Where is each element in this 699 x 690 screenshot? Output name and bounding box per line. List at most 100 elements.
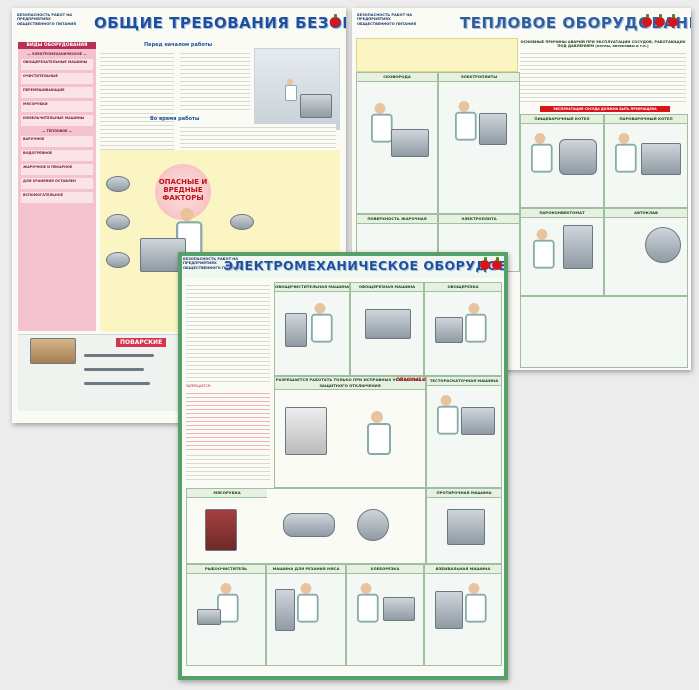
- machine-shape: [559, 139, 597, 175]
- grinder-part: [283, 513, 335, 537]
- sidebar-item: МЯСОРУБКИ: [21, 101, 93, 112]
- sidebar-item: ДЛЯ ХРАНЕНИЯ ОСТАВЛЕН: [21, 178, 93, 189]
- machine-shape: [435, 317, 463, 343]
- sidebar-item: ИЗМЕЛЬЧИТЕЛЬНЫЕ МАШИНЫ: [21, 115, 93, 126]
- cell-steam-boiler: ПАРОВАРОЧНЫЙ КОТЕЛ: [604, 114, 688, 208]
- cell-title: ОВОЩЕРЕЗНАЯ МАШИНА: [351, 283, 423, 292]
- cell-vegetable-cutter: ОВОЩЕРЕЗНАЯ МАШИНА: [350, 282, 424, 376]
- machine-shape: [641, 143, 681, 175]
- hazard-icon: [106, 252, 130, 268]
- machine-shape: [285, 407, 327, 455]
- poster-header: БЕЗОПАСНОСТЬ РАБОТ НА ПРЕДПРИЯТИЯХ ОБЩЕС…: [352, 8, 691, 38]
- sidebar-item: ВСПОМОГАТЕЛЬНОЕ: [21, 192, 93, 203]
- text-block: [180, 50, 250, 110]
- section-during-work: Во время работы: [150, 116, 200, 122]
- machine-shape: [365, 309, 411, 339]
- cell-combi-oven: ПАРОКОНВЕКТОМАТ: [520, 208, 604, 296]
- sidebar-group-electro: — ЭЛЕКТРОМЕХАНИЧЕСКОЕ —: [27, 52, 87, 56]
- cell-title: ПОВЕРХНОСТЬ ЖАРОЧНАЯ: [357, 215, 437, 224]
- cook-figure: [465, 303, 487, 343]
- cell-title: СКОВОРОДА: [357, 73, 437, 82]
- cell-bottom-row: [520, 296, 688, 368]
- cell-whisking-machine: ВЗБИВАЛЬНАЯ МАШИНА: [424, 564, 502, 666]
- section-before-work: Перед началом работы: [144, 42, 213, 48]
- machine-shape: [285, 313, 307, 347]
- cell-title: РАЗРЕШАЕТСЯ РАБОТАТЬ ТОЛЬКО ПРИ ИСПРАВНЫ…: [275, 377, 425, 390]
- intro-text: [186, 282, 270, 382]
- cell-bread-slicer: ХЛЕБОРЕЗКА: [346, 564, 424, 666]
- machine-shape: [479, 113, 507, 145]
- cell-title: ПАРОВАРОЧНЫЙ КОТЕЛ: [605, 115, 687, 124]
- hazard-icon: [230, 214, 254, 230]
- machine-shape: [205, 509, 237, 551]
- sidebar-item: ПЕРЕМЕШИВАЮЩИЕ: [21, 87, 93, 98]
- danger-zones-label: ОПАСНЫЕ ЗОНЫ: [396, 378, 438, 383]
- knife-icon: [84, 368, 144, 371]
- machine-shape: [383, 597, 415, 621]
- cell-title: ЭЛЕКТРОПЛИТА: [439, 215, 519, 224]
- cook-figure: [371, 103, 393, 143]
- cutting-board: [30, 338, 76, 364]
- hazard-icon: [106, 176, 130, 192]
- causes-heading: ОСНОВНЫЕ ПРИЧИНЫ АВАРИЙ ПРИ ЭКСПЛУАТАЦИИ…: [520, 40, 686, 49]
- cook-figure: [465, 583, 487, 623]
- apple-icon: [642, 14, 652, 27]
- cell-title: МЯСОРУБКА: [187, 489, 267, 498]
- machine-shape: [275, 589, 295, 631]
- cell-vegetable-slicer: ОВОЩЕРЕЗКА: [424, 282, 502, 376]
- cell-electroplites: ЭЛЕКТРОПЛИТЫ: [438, 72, 520, 214]
- cell-title: ОВОЩЕРЕЗКА: [425, 283, 501, 292]
- apple-icon: [492, 257, 502, 270]
- text-block: [100, 50, 174, 150]
- poster-electromechanical-equipment: БЕЗОПАСНОСТЬ РАБОТ НА ПРЕДПРИЯТИЯХ ОБЩЕС…: [178, 252, 508, 680]
- apple-icon: [668, 14, 678, 27]
- kitchen-illustration: [254, 48, 340, 130]
- sidebar-item: ОВОЩЕРЕЗАТЕЛЬНЫЕ МАШИНЫ: [21, 59, 93, 70]
- knife-icon: [84, 382, 150, 385]
- intro-text: [356, 38, 518, 72]
- cell-title: АВТОКЛАВ: [605, 209, 687, 218]
- forbidden-heading: ЗАПРЕЩАЕТСЯ:: [186, 384, 211, 388]
- poster-title: ОБЩИЕ ТРЕБОВАНИЯ БЕЗОПАСНОСТИ: [94, 14, 346, 32]
- poster-org: БЕЗОПАСНОСТЬ РАБОТ НА ПРЕДПРИЯТИЯХ ОБЩЕС…: [183, 257, 242, 270]
- cook-figure: [285, 79, 297, 101]
- cook-figure: [367, 411, 391, 455]
- apple-icon: [480, 257, 490, 270]
- knives-title: ПОВАРСКИЕ: [116, 338, 167, 347]
- cook-figure: [455, 101, 477, 141]
- warning-banner: ЭКСПЛУАТАЦИЯ СОСУДА ДОЛЖНА БЫТЬ ПРЕКРАЩЕ…: [540, 106, 670, 112]
- sidebar-heading: ВИДЫ ОБОРУДОВАНИЯ: [18, 42, 96, 49]
- poster-org: БЕЗОПАСНОСТЬ РАБОТ НА ПРЕДПРИЯТИЯХ ОБЩЕС…: [17, 13, 76, 26]
- machine-shape: [461, 407, 495, 435]
- poster-title: ЭЛЕКТРОМЕХАНИЧЕСКОЕ ОБОРУДОВАНИЕ: [224, 258, 508, 273]
- cell-dough-roller: ТЕСТОРАСКАТОЧНАЯ МАШИНА: [426, 376, 502, 488]
- causes-list: [520, 50, 686, 104]
- cell-title: ХЛЕБОРЕЗКА: [347, 565, 423, 574]
- cook-figure: [533, 229, 555, 269]
- cell-meat-slicer: МАШИНА ДЛЯ РЕЗАНИЯ МЯСА: [266, 564, 346, 666]
- machine-shape: [391, 129, 429, 157]
- poster-header: БЕЗОПАСНОСТЬ РАБОТ НА ПРЕДПРИЯТИЯХ ОБЩЕС…: [12, 8, 346, 38]
- cell-grating-machine: ПРОТИРОЧНАЯ МАШИНА: [426, 488, 502, 564]
- machine-shape: [197, 609, 221, 625]
- cell-title: ПРОТИРОЧНАЯ МАШИНА: [427, 489, 501, 498]
- cell-title: РЫБООЧИСТИТЕЛЬ: [187, 565, 265, 574]
- cell-skovoroda: СКОВОРОДА: [356, 72, 438, 214]
- apple-icon: [655, 14, 665, 27]
- cell-title: ВЗБИВАЛЬНАЯ МАШИНА: [425, 565, 501, 574]
- cook-figure: [357, 583, 379, 623]
- cell-protective-devices: РАЗРЕШАЕТСЯ РАБОТАТЬ ТОЛЬКО ПРИ ИСПРАВНЫ…: [274, 376, 426, 488]
- knife-icon: [84, 354, 154, 357]
- sidebar-item: ОЧИСТИТЕЛЬНЫЕ: [21, 73, 93, 84]
- cell-boiler: ПИЩЕВАРОЧНЫЙ КОТЕЛ: [520, 114, 604, 208]
- sidebar-group-thermal: — ТЕПЛОВОЕ —: [41, 129, 73, 133]
- cook-figure: [217, 583, 239, 623]
- grinder-blade: [357, 509, 389, 541]
- cell-meat-grinder: МЯСОРУБКА: [186, 488, 426, 564]
- cook-figure: [297, 583, 319, 623]
- sidebar-item: ЖАРОЧНОЕ И ПЕКАРНОЕ: [21, 164, 93, 175]
- machine-shape: [563, 225, 593, 269]
- cell-vegetable-peeler: ОВОЩЕЧИСТИТЕЛЬНАЯ МАШИНА: [274, 282, 350, 376]
- equipment-sidebar: ВИДЫ ОБОРУДОВАНИЯ — ЭЛЕКТРОМЕХАНИЧЕСКОЕ …: [18, 42, 96, 331]
- machine-shape: [300, 94, 332, 118]
